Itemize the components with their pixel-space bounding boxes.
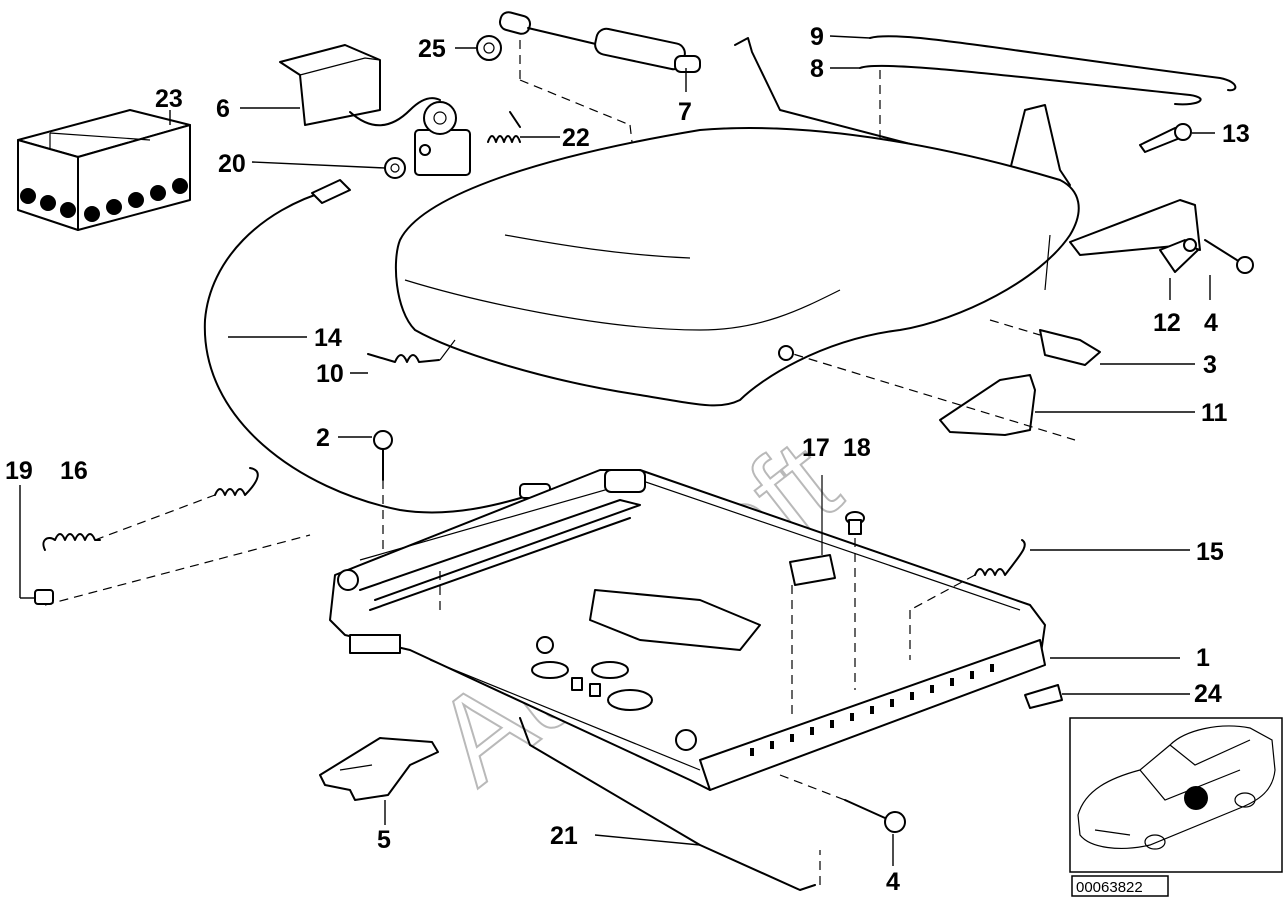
callout-19[interactable]: 19 [5, 457, 33, 485]
part-6-cover[interactable] [279, 44, 441, 127]
part-22-spring[interactable] [487, 111, 521, 143]
callout-1[interactable]: 1 [1196, 644, 1210, 672]
callout-16[interactable]: 16 [60, 457, 88, 485]
callout-17[interactable]: 17 [802, 434, 830, 462]
callout-8[interactable]: 8 [810, 55, 824, 83]
callout-12[interactable]: 12 [1153, 309, 1181, 337]
callout-10[interactable]: 10 [316, 360, 344, 388]
part-15-spring[interactable] [909, 539, 1026, 660]
part-19-cap[interactable] [34, 534, 311, 606]
reference-number: 00063822 [1076, 879, 1143, 896]
callout-18[interactable]: 18 [843, 434, 871, 462]
part-4-screw-upper[interactable] [1204, 239, 1254, 274]
part-13-pin[interactable] [1139, 123, 1192, 153]
part-1-seat-frame[interactable] [329, 469, 1046, 791]
part-9-rod[interactable] [869, 35, 1237, 92]
part-11-handle[interactable] [778, 345, 1076, 441]
callout-24[interactable]: 24 [1194, 680, 1222, 708]
part-23-box[interactable] [17, 109, 191, 231]
callout-14[interactable]: 14 [314, 324, 342, 352]
callout-9[interactable]: 9 [810, 23, 824, 51]
part-25-clip[interactable] [476, 35, 502, 61]
callout-6[interactable]: 6 [216, 95, 230, 123]
callout-20[interactable]: 20 [218, 150, 246, 178]
part-mechanism[interactable] [414, 101, 471, 176]
callout-5[interactable]: 5 [377, 826, 391, 854]
callout-21[interactable]: 21 [550, 822, 578, 850]
part-17-clip[interactable] [789, 475, 836, 720]
callout-11[interactable]: 11 [1201, 399, 1228, 427]
callout-4-lower[interactable]: 4 [886, 868, 900, 896]
callout-3[interactable]: 3 [1203, 351, 1217, 379]
callout-13[interactable]: 13 [1222, 120, 1250, 148]
part-4-screw-lower[interactable] [779, 774, 906, 833]
callout-numbers: 23 6 25 7 9 8 13 22 20 14 10 12 4 3 11 2… [5, 23, 1250, 896]
seat-cushion[interactable] [394, 127, 1080, 407]
callout-2[interactable]: 2 [316, 424, 330, 452]
part-5-bracket[interactable] [319, 737, 439, 801]
callout-22[interactable]: 22 [562, 124, 590, 152]
vehicle-location-inset [1069, 717, 1283, 873]
part-20-washer[interactable] [384, 157, 406, 179]
part-7-gas-strut[interactable] [498, 10, 701, 211]
callout-15[interactable]: 15 [1196, 538, 1224, 566]
callout-7[interactable]: 7 [678, 98, 692, 126]
callout-23[interactable]: 23 [155, 85, 183, 113]
part-12-lever[interactable] [1069, 199, 1201, 273]
part-3-clip[interactable] [989, 319, 1101, 366]
seat-location-marker [1184, 786, 1208, 810]
callout-25[interactable]: 25 [418, 35, 446, 63]
part-24-clip[interactable] [1024, 684, 1063, 709]
part-18-grommet[interactable] [845, 511, 865, 690]
leader-lines [19, 35, 1215, 866]
reference-number-box: 00063822 [1071, 875, 1169, 897]
car-outline-icon [1077, 725, 1276, 850]
part-10-spring[interactable] [367, 339, 456, 363]
part-16-spring[interactable] [42, 467, 259, 551]
callout-4-upper[interactable]: 4 [1204, 309, 1218, 337]
